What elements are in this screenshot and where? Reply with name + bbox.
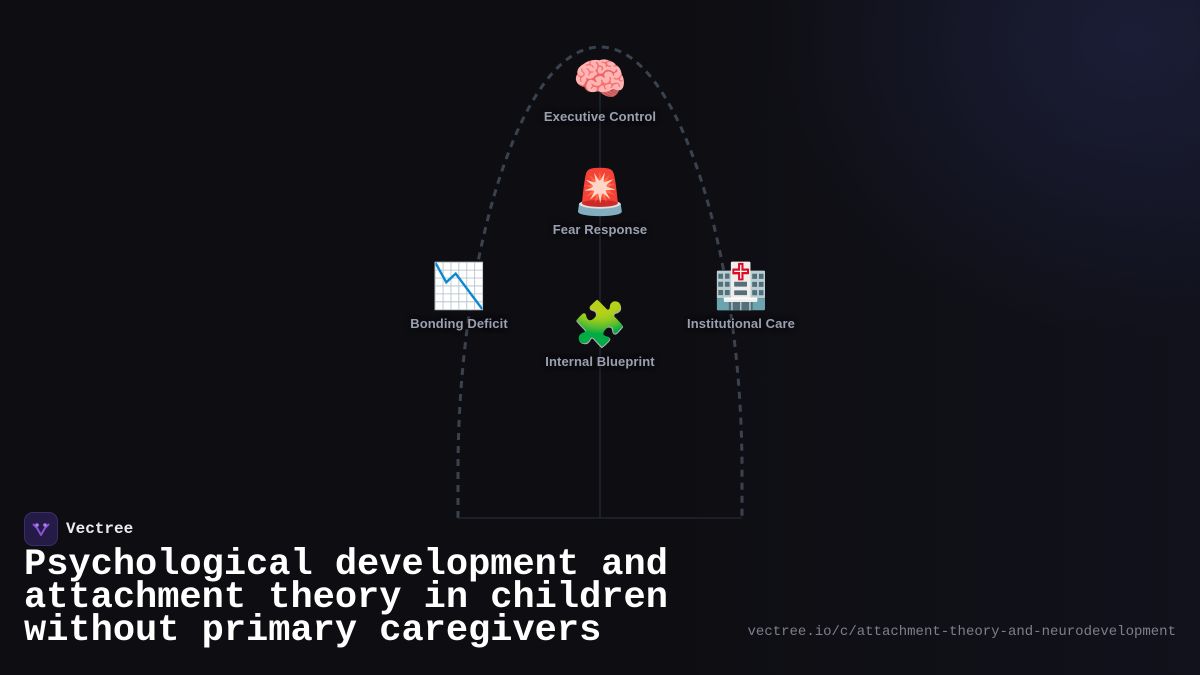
node-label: Institutional Care: [687, 316, 795, 331]
node-label: Fear Response: [552, 222, 648, 237]
siren-icon: 🚨: [572, 168, 628, 217]
puzzle-icon: 🧩: [572, 300, 628, 349]
node-bonding-deficit: 📉 Bonding Deficit: [359, 262, 559, 331]
hospital-icon: 🏥: [713, 262, 769, 311]
node-label: Internal Blueprint: [545, 354, 655, 369]
node-fear-response: 🚨 Fear Response: [500, 168, 700, 237]
vectree-logo-icon: [24, 512, 58, 546]
arch-outline: [456, 45, 744, 518]
chart-decreasing-icon: 📉: [431, 262, 487, 311]
brand-name: Vectree: [66, 520, 134, 538]
node-label: Bonding Deficit: [410, 316, 508, 331]
brain-icon: 🧠: [572, 55, 628, 104]
brand: Vectree: [24, 512, 133, 546]
node-label: Executive Control: [543, 109, 657, 124]
node-internal-blueprint: 🧩 Internal Blueprint: [500, 300, 700, 369]
source-url[interactable]: vectree.io/c/attachment-theory-and-neuro…: [747, 624, 1176, 640]
node-executive-control: 🧠 Executive Control: [500, 55, 700, 124]
page-title: Psychological development and attachment…: [24, 544, 668, 652]
node-institutional-care: 🏥 Institutional Care: [641, 262, 841, 331]
